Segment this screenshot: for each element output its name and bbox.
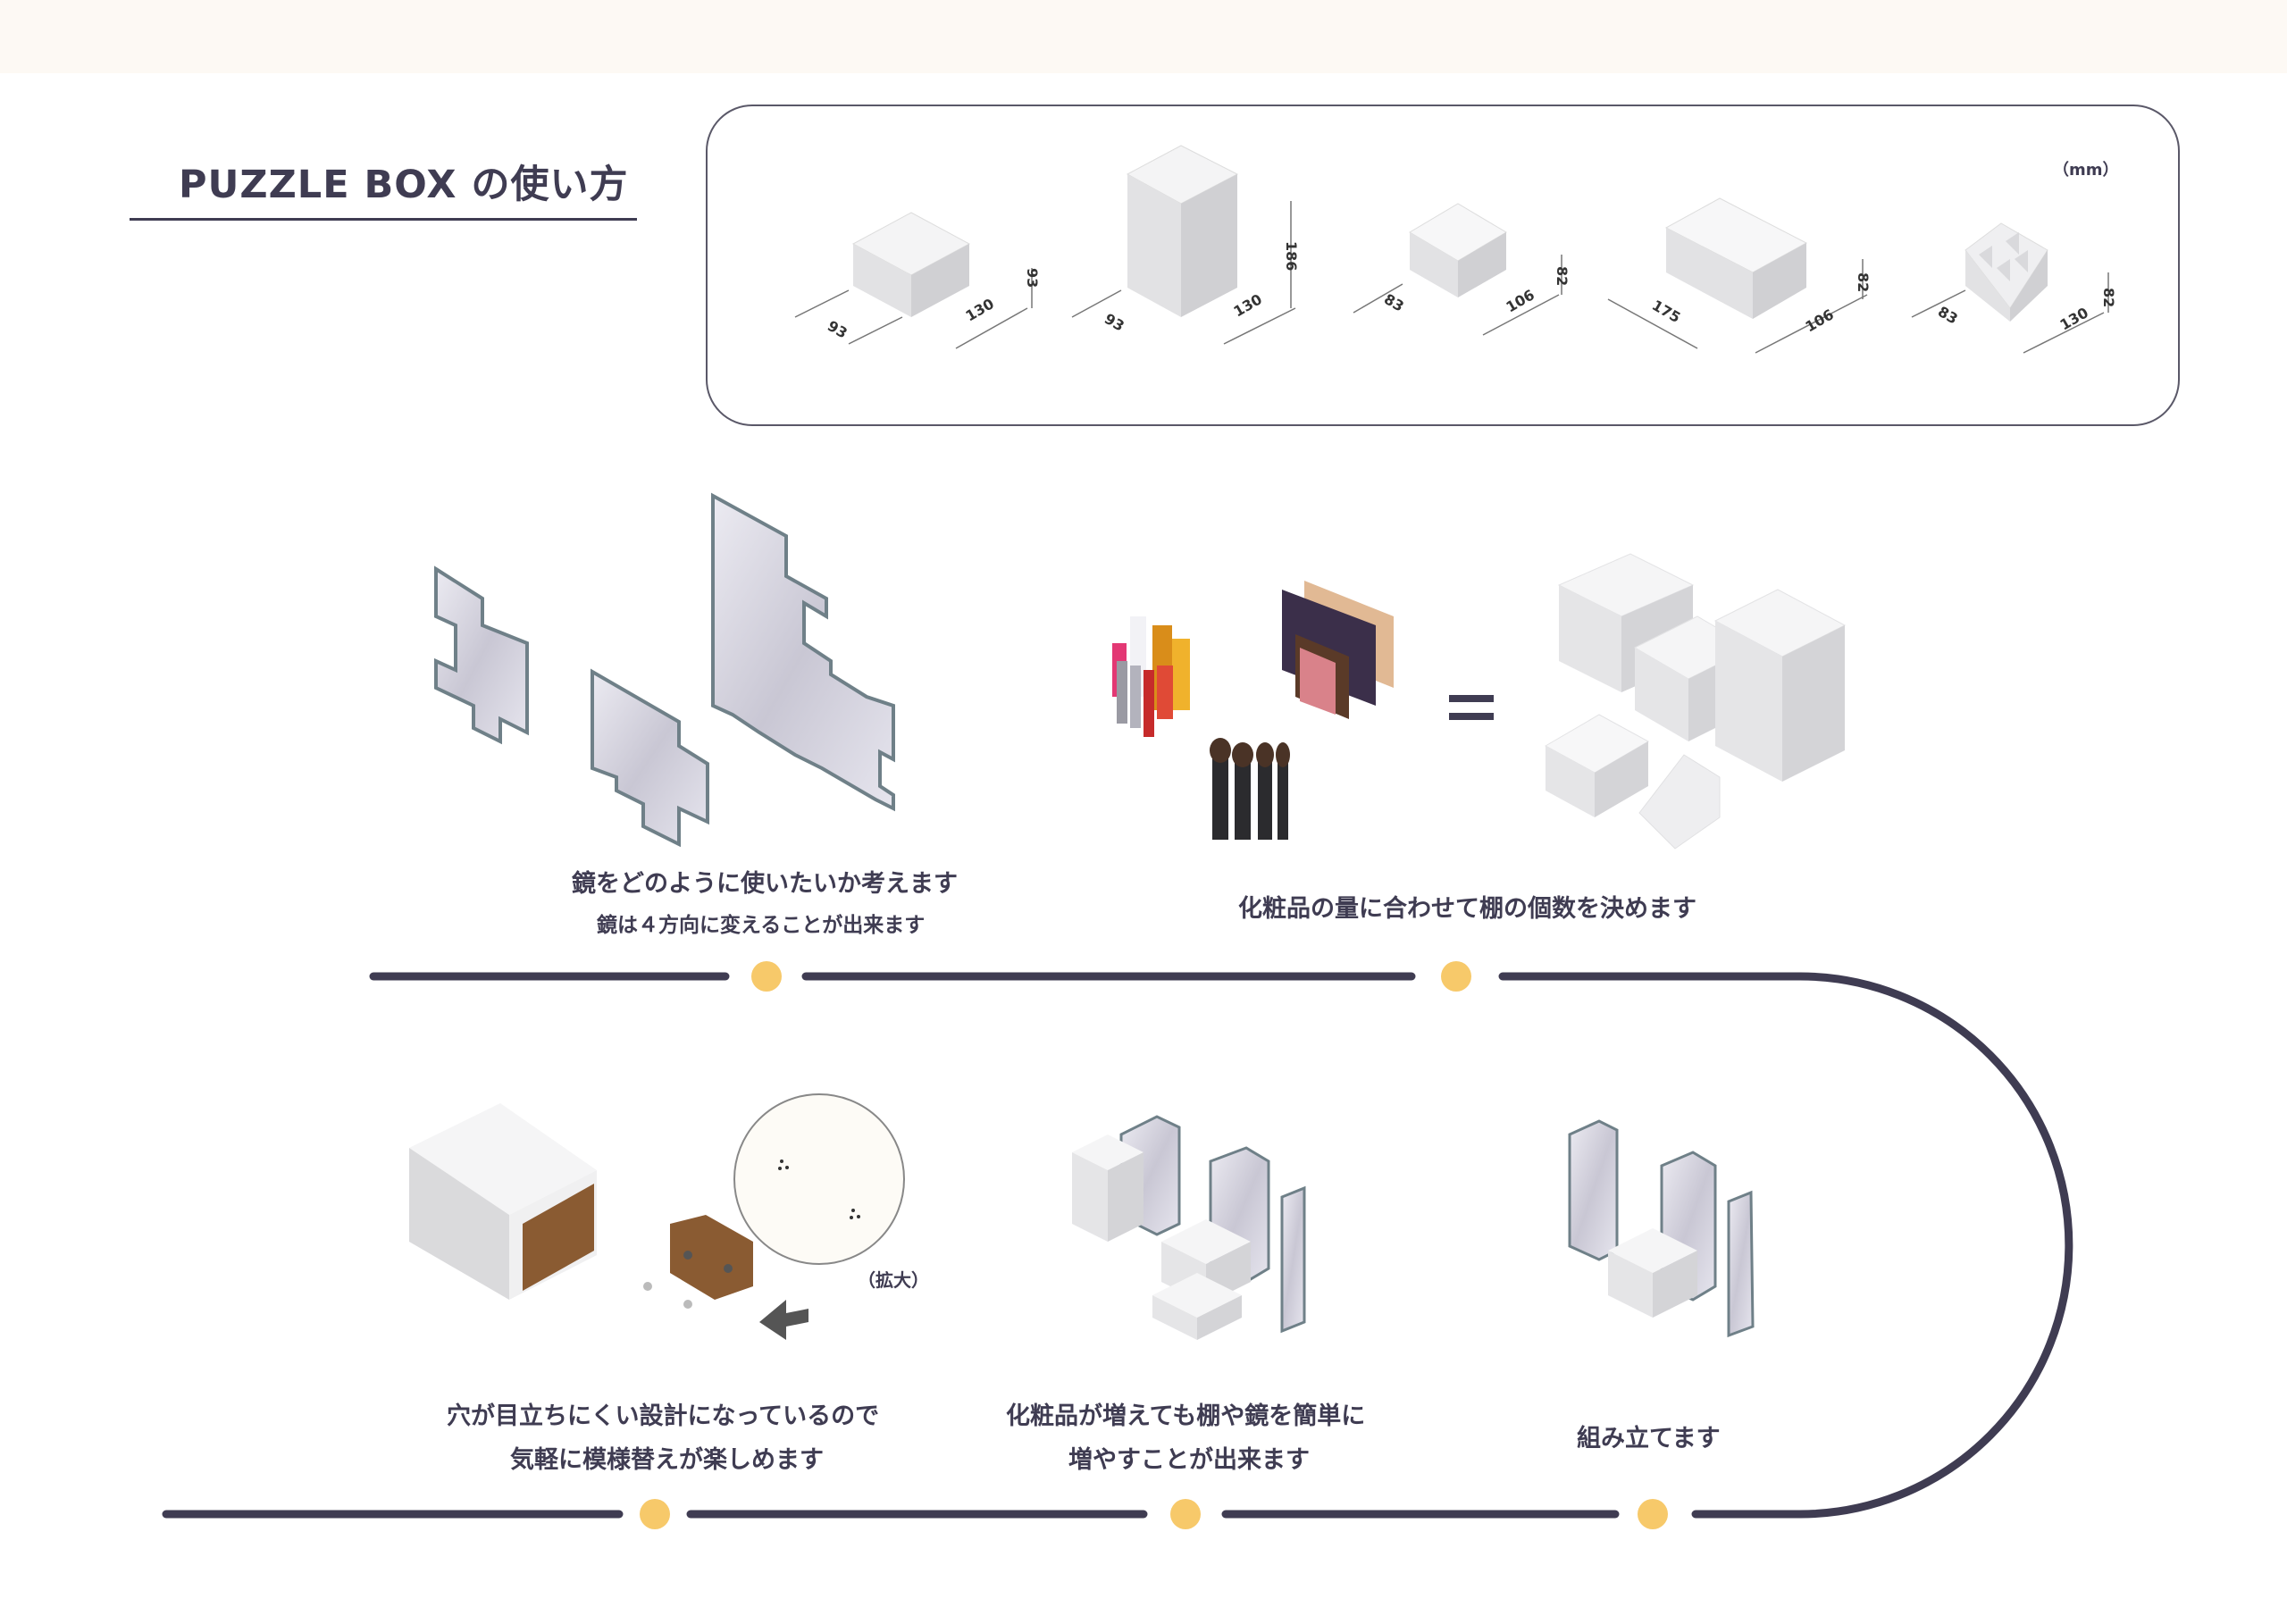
shelf-boxes-illustration (1544, 553, 1847, 850)
step3-caption: 組み立てます (1577, 1425, 1721, 1452)
dim-box-cube: 93 130 93 (794, 212, 1041, 349)
dim-label: 106 (1803, 306, 1837, 335)
step1-subcaption: 鏡は４方向に変えることが出来ます (597, 914, 926, 937)
dim-label: 130 (1231, 290, 1265, 320)
step-dot (1638, 1499, 1668, 1529)
step-dot (640, 1499, 670, 1529)
dim-label: 93 (1102, 310, 1127, 335)
dim-label: 83 (1935, 303, 1961, 328)
page-title: PUZZLE BOX の使い方 (179, 163, 629, 207)
dim-label: 93 (825, 317, 850, 342)
zoom-label: （拡大） (858, 1269, 929, 1291)
cosmetics-illustration (1112, 581, 1394, 840)
dim-label: 130 (963, 295, 997, 324)
assembled-shelf-illustration (1568, 1119, 1755, 1338)
dim-label: 175 (1649, 297, 1683, 326)
dim-label: 106 (1504, 286, 1537, 315)
unit-label: （mm） (2053, 161, 2119, 180)
dim-box-open-small: 83 106 82 (1353, 203, 1571, 336)
dim-label: 93 (1024, 268, 1041, 288)
dim-label: 186 (1283, 241, 1300, 271)
equals-sign (1449, 695, 1494, 720)
dim-label: 130 (2057, 304, 2091, 333)
step-dot (1441, 961, 1471, 992)
dim-box-open-wide: 175 106 82 (1607, 197, 1872, 354)
dimensions-panel (706, 105, 2180, 426)
wall-mount-illustration (409, 1093, 905, 1340)
dim-box-lipstick-stand: 83 130 82 (1911, 222, 2117, 354)
step1-caption: 鏡をどのように使いたいか考えます (572, 870, 958, 898)
dim-box-tall: 93 130 186 (1071, 145, 1300, 345)
step5-caption: 穴が目立ちにくい設計になっているので (447, 1402, 880, 1430)
dim-label: 82 (1554, 266, 1571, 286)
step-dot (751, 961, 782, 992)
step-dot (1170, 1499, 1201, 1529)
step5-caption-line2: 気軽に模様替えが楽しめます (510, 1446, 824, 1474)
mirror-pieces-illustration (434, 492, 895, 848)
step2-caption: 化粧品の量に合わせて棚の個数を決めます (1238, 895, 1696, 923)
step4-caption-line2: 増やすことが出来ます (1068, 1446, 1310, 1474)
timeline-dots (640, 961, 1668, 1529)
dim-label: 82 (2100, 288, 2117, 307)
timeline (162, 972, 2073, 1519)
expanded-shelf-illustration (1072, 1115, 1306, 1340)
title-underline (130, 218, 637, 221)
top-banner (0, 0, 2287, 73)
step4-caption: 化粧品が増えても棚や鏡を簡単に (1006, 1402, 1366, 1430)
dim-label: 82 (1855, 272, 1872, 292)
